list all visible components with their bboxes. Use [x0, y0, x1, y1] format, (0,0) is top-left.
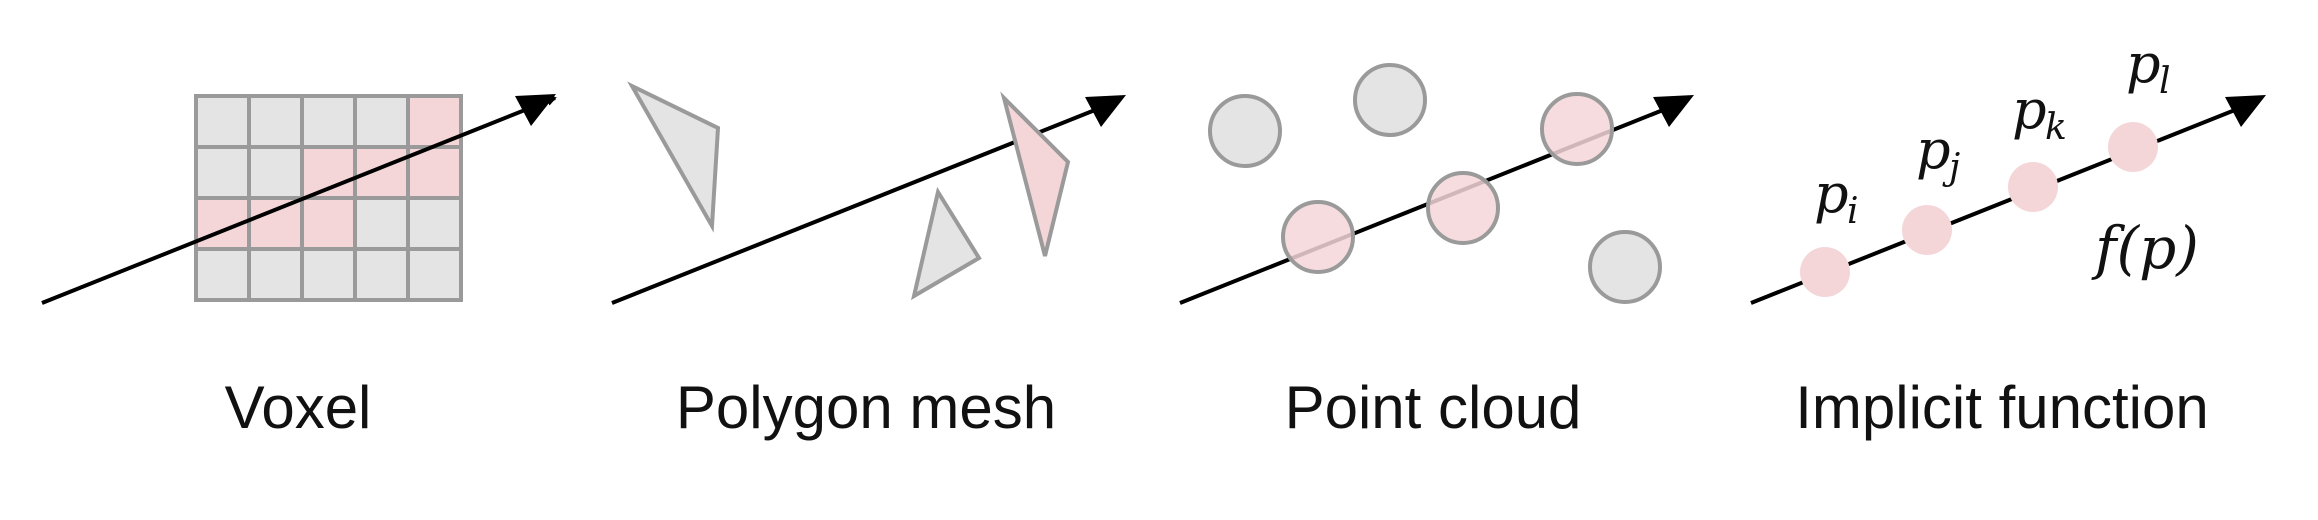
implicit-ray-arrowhead [2225, 95, 2266, 127]
voxel-ray [41, 96, 557, 305]
point-cloud-panel: Point cloud [1179, 63, 1694, 441]
point-hit-2 [1426, 171, 1500, 245]
point-cloud-caption: Point cloud [1285, 374, 1582, 441]
voxel-panel: Voxel [41, 94, 557, 441]
svg-text:p: p [2126, 32, 2161, 95]
point-gray-2 [1353, 63, 1427, 137]
mesh-ray-arrowhead [1085, 95, 1126, 127]
svg-text:p: p [1814, 162, 1849, 225]
svg-text:k: k [2045, 107, 2067, 148]
implicit-function-panel: p i p j p k p l f(p) Implicit function [1750, 32, 2266, 441]
point-hit-1 [1281, 200, 1355, 274]
polygon-mesh-caption: Polygon mesh [676, 374, 1056, 441]
label-p-i: p i [1814, 162, 1859, 232]
label-p-l: p l [2126, 32, 2171, 102]
point-gray-3 [1588, 230, 1662, 304]
sample-point-k [2008, 162, 2058, 212]
mesh-triangle-1 [627, 81, 721, 233]
function-label: f(p) [2091, 214, 2199, 282]
svg-text:p: p [2012, 78, 2047, 141]
svg-text:l: l [2159, 61, 2171, 102]
voxel-ray-arrowhead [515, 94, 556, 126]
point-gray-1 [1208, 94, 1282, 168]
sample-point-l [2108, 122, 2158, 172]
mesh-triangle-2 [911, 186, 982, 301]
voxel-grid [194, 94, 463, 302]
implicit-function-caption: Implicit function [1795, 374, 2209, 441]
voxel-caption: Voxel [225, 374, 372, 441]
label-p-k: p k [2012, 78, 2067, 148]
mesh-triangle-3 [1000, 91, 1071, 257]
polygon-mesh-panel: Polygon mesh [611, 81, 1126, 441]
point-cloud-ray-arrowhead [1653, 95, 1694, 127]
sample-point-j [1902, 205, 1952, 255]
svg-text:p: p [1916, 118, 1951, 181]
svg-text:i: i [1847, 191, 1859, 232]
point-hit-3 [1540, 92, 1614, 166]
label-p-j: p j [1916, 118, 1960, 188]
sample-point-i [1800, 247, 1850, 297]
